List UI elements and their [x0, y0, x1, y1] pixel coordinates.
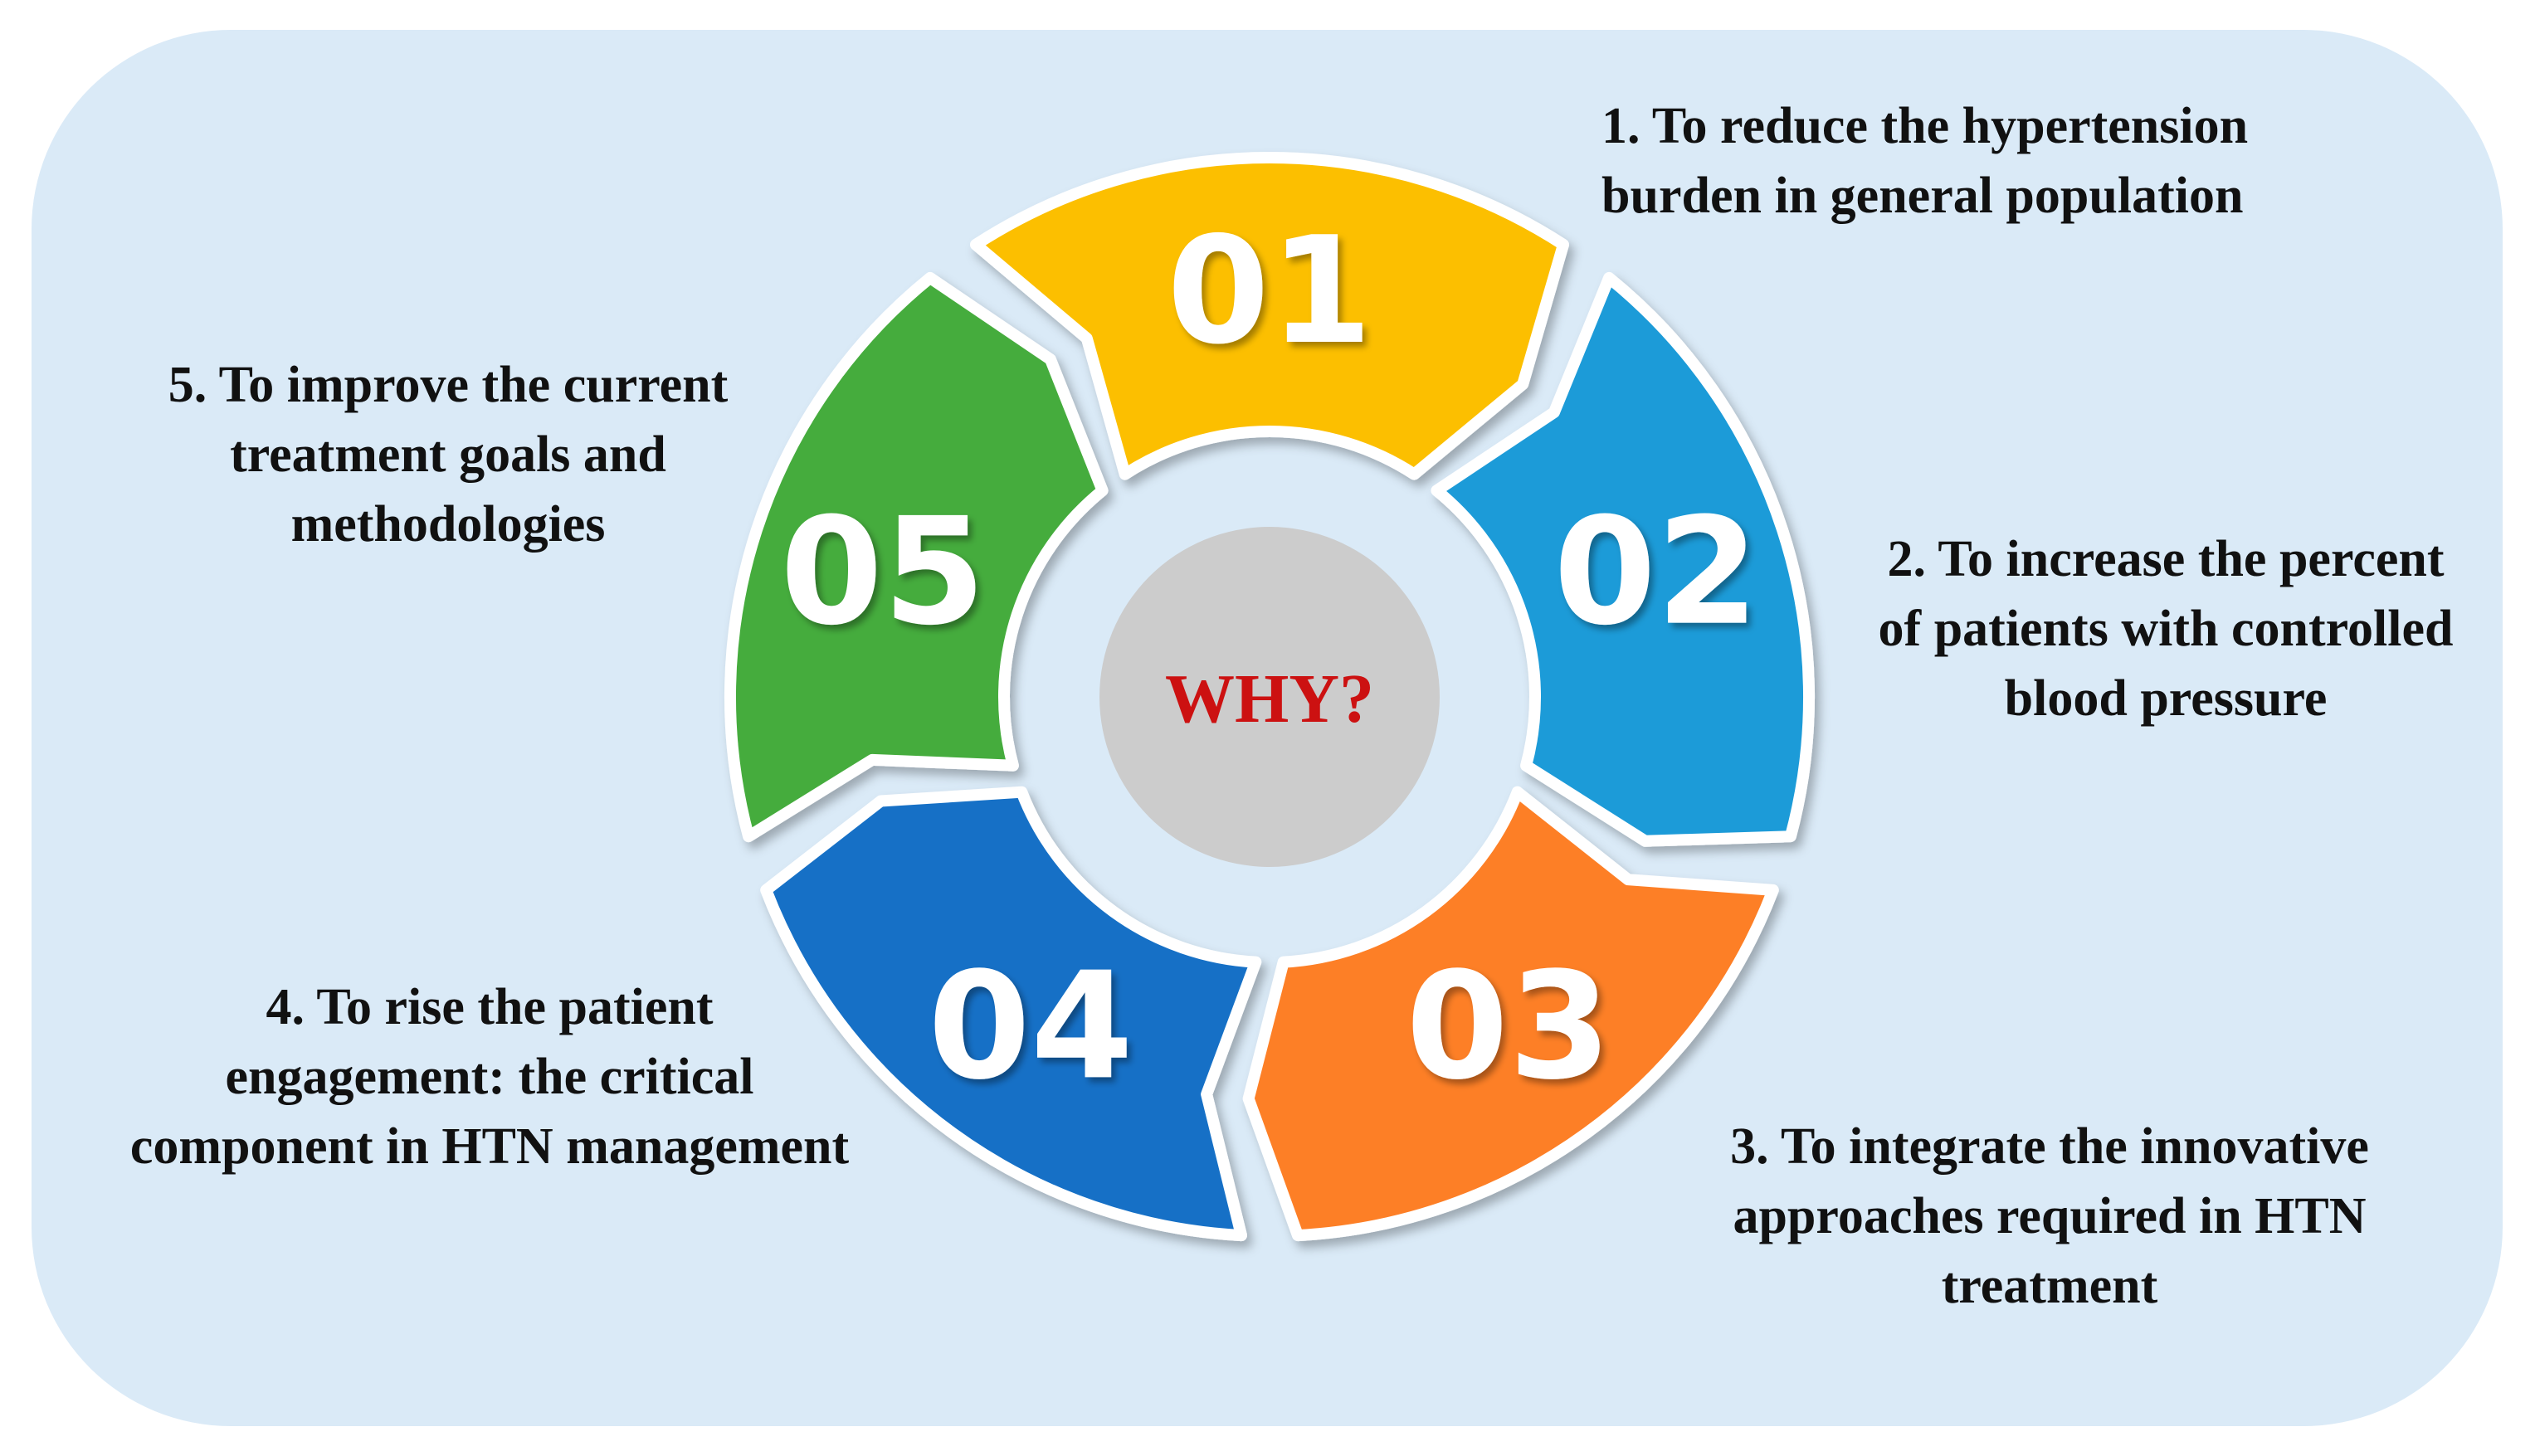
segment-04 [760, 786, 1262, 1242]
segment-number-05: 05 [780, 486, 986, 658]
segment-number-03: 03 [1406, 940, 1611, 1112]
segment-03 [1242, 786, 1779, 1242]
segment-number-01: 01 [1167, 205, 1372, 377]
caption-1: 1. To reduce the hypertension burden in … [1601, 98, 2249, 224]
segment-01 [970, 152, 1569, 480]
caption-4: 4. To rise the patient engagement: the c… [129, 979, 850, 1175]
segment-number-02: 02 [1553, 486, 1759, 658]
caption-3: 3. To integrate the innovative approache… [1730, 1118, 2369, 1314]
center-label: WHY? [1165, 660, 1374, 738]
segment-05 [724, 271, 1109, 843]
segment-02 [1431, 271, 1816, 847]
caption-5: 5. To improve the current treatment goal… [168, 357, 729, 553]
caption-2: 2. To increase the percent of patients w… [1878, 531, 2454, 727]
center-circle [1099, 527, 1440, 867]
segment-number-04: 04 [928, 940, 1133, 1112]
